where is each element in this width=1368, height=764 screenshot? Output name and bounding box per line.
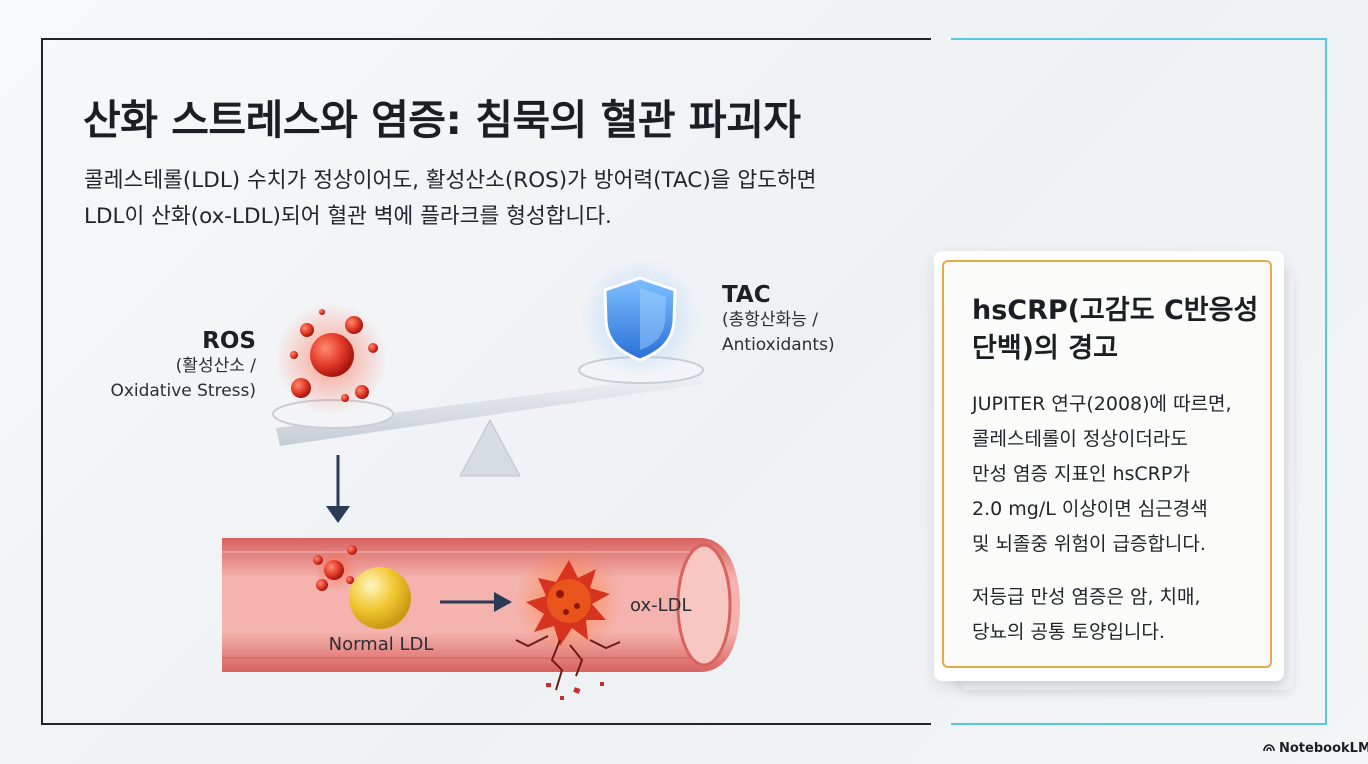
hscrp-card-body-line: 2.0 mg/L 이상이면 심근경색 xyxy=(972,498,1208,520)
frame-left xyxy=(41,38,931,725)
ros-molecule-icon xyxy=(290,309,378,402)
plaque-cracks-icon xyxy=(515,635,621,691)
hscrp-card-body-line: JUPITER 연구(2008)에 따르면, xyxy=(972,393,1232,415)
subtitle-line-1: 콜레스테롤(LDL) 수치가 정상이어도, 활성산소(ROS)가 방어력(TAC… xyxy=(84,168,817,193)
notebooklm-logo-icon xyxy=(1263,744,1275,752)
frame-accent-top xyxy=(951,38,1327,40)
ros-particles-icon xyxy=(313,545,358,592)
ros-label: ROS xyxy=(202,328,256,354)
balance-pivot xyxy=(459,418,521,477)
hscrp-card-body-line: 및 뇌졸중 위험이 급증합니다. xyxy=(972,533,1206,555)
hscrp-card-title: hsCRP(고감도 C반응성 단백)의 경고 xyxy=(972,292,1262,368)
hscrp-card-title-line-2: 단백)의 경고 xyxy=(972,333,1118,364)
tac-label: TAC xyxy=(722,282,771,308)
hscrp-card-body-line: 콜레스테롤이 정상이더라도 xyxy=(972,428,1188,450)
subtitle: 콜레스테롤(LDL) 수치가 정상이어도, 활성산소(ROS)가 방어력(TAC… xyxy=(84,163,944,235)
frame-accent-bottom xyxy=(951,723,1327,725)
ox-ldl-icon xyxy=(526,560,610,646)
normal-ldl-label: Normal LDL xyxy=(329,634,434,655)
ros-desc-line-2: Oxidative Stress) xyxy=(110,381,256,401)
hscrp-card-body-line: 만성 염증 지표인 hsCRP가 xyxy=(972,463,1190,485)
brand-label: NotebookLM xyxy=(1279,741,1368,756)
ros-label-group: ROS (활성산소 / Oxidative Stress) xyxy=(60,328,256,404)
page-title: 산화 스트레스와 염증: 침묵의 혈관 파괴자 xyxy=(83,96,801,144)
hscrp-card-note-line: 당뇨의 공통 토양입니다. xyxy=(972,621,1165,643)
ros-desc-line-1: (활성산소 / xyxy=(175,356,256,376)
subtitle-line-2: LDL이 산화(ox-LDL)되어 혈관 벽에 플라크를 형성합니다. xyxy=(84,204,612,229)
hscrp-card-note: 저등급 만성 염증은 암, 치매, 당뇨의 공통 토양입니다. xyxy=(972,580,1262,650)
balance-beam xyxy=(276,373,702,446)
tac-desc-line-1: (총항산화능 / xyxy=(722,310,818,330)
tac-label-group: TAC (총항산화능 / Antioxidants) xyxy=(722,282,922,358)
hscrp-card-body: JUPITER 연구(2008)에 따르면, 콜레스테롤이 정상이더라도 만성 … xyxy=(972,387,1262,562)
hscrp-card-title-line-1: hsCRP(고감도 C반응성 xyxy=(972,295,1259,326)
frame-accent-right xyxy=(1325,38,1327,725)
tac-desc-line-2: Antioxidants) xyxy=(722,335,835,355)
notebooklm-brand: NotebookLM xyxy=(1263,741,1368,756)
hscrp-card-note-line: 저등급 만성 염증은 암, 치매, xyxy=(972,586,1201,608)
balance-and-vessel-diagram: Normal LDL ox-LDL xyxy=(222,258,740,700)
hscrp-card-border xyxy=(942,260,1272,668)
normal-ldl-icon xyxy=(349,567,411,629)
ox-ldl-label: ox-LDL xyxy=(630,595,692,616)
shield-icon xyxy=(603,276,677,362)
